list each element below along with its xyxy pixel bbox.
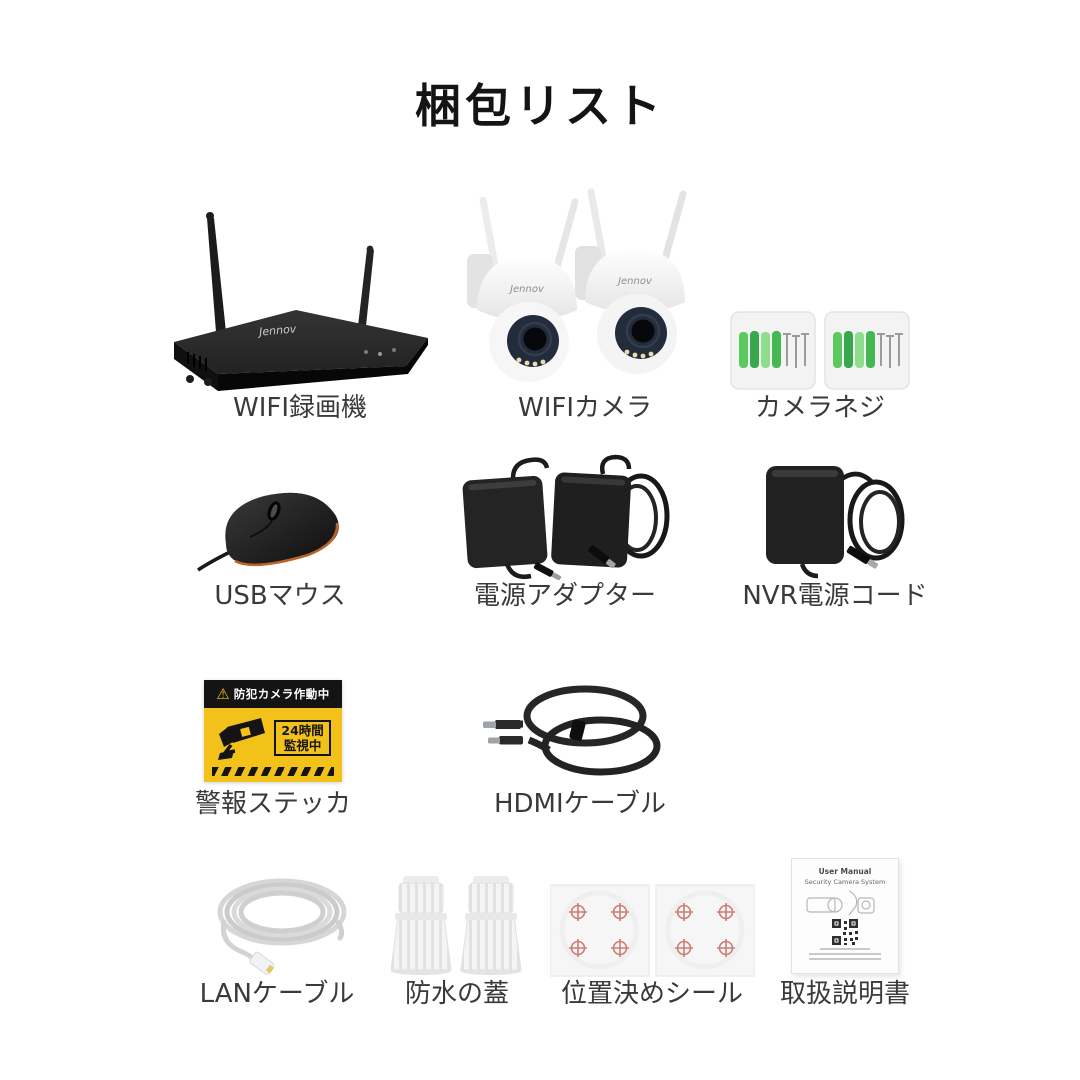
qr-code [832, 919, 858, 945]
item-wifi-camera: Jennov Jennov [460, 182, 710, 424]
item-nvr-power-cord: NVR電源コード [735, 450, 935, 612]
page-title: 梱包リスト [415, 79, 665, 133]
item-label: カメラネジ [754, 393, 885, 423]
positioning-seals-illustration [549, 884, 755, 977]
warning-sticker-photo: ⚠ 防犯カメラ作動中 24時間 監視中 [173, 660, 373, 788]
item-positioning-seal: 位置決めシール [542, 848, 762, 1010]
brand-logo: Jennov [257, 322, 298, 338]
adapter-left [462, 475, 548, 569]
nvr-adapter-illustration [765, 466, 904, 579]
sticker-header-text: 防犯カメラ作動中 [233, 687, 330, 701]
nvr-illustration: Jennov [174, 212, 428, 391]
sticker-line1: 24時間 [281, 722, 324, 738]
warning-triangle-icon: ⚠ [216, 684, 230, 703]
item-label: 取扱説明書 [779, 979, 910, 1009]
sticker-24h-badge: 24時間 監視中 [274, 719, 331, 756]
camera-screws-photo [715, 182, 925, 392]
sticker-line2: 監視中 [283, 737, 322, 753]
camera-back: Jennov [575, 188, 687, 374]
item-label: HDMIケーブル [493, 789, 667, 819]
item-label: WIFIカメラ [518, 393, 652, 423]
seal-sheet [549, 884, 650, 977]
usb-mouse-photo [180, 452, 380, 580]
brand-logo: Jennov [508, 284, 545, 295]
item-label: 電源アダプター [473, 581, 656, 611]
hdmi-cable-illustration [482, 685, 660, 776]
item-user-manual: User Manual Security Camera System [755, 848, 935, 1010]
manual-title: User Manual [818, 867, 872, 876]
power-adapters-illustration [462, 454, 670, 580]
mouse-illustration [197, 492, 339, 572]
user-manual-graphic: User Manual Security Camera System [791, 858, 899, 974]
power-adapter-photo [450, 450, 680, 580]
ptz-camera-illustration: Jennov Jennov [467, 188, 687, 382]
manual-camera-lineart [806, 890, 875, 916]
camera-front: Jennov [467, 196, 579, 382]
item-warning-sticker: ⚠ 防犯カメラ作動中 24時間 監視中 [173, 660, 373, 820]
brand-logo: Jennov [616, 276, 653, 287]
manual-text-bar [820, 948, 870, 950]
lan-cable-illustration [217, 878, 346, 975]
warning-sticker-graphic: ⚠ 防犯カメラ作動中 24時間 監視中 [204, 680, 342, 782]
hdmi-cable-photo [465, 660, 695, 788]
item-waterproof-cap: 防水の蓋 [377, 848, 537, 1010]
waterproof-cap-photo [377, 848, 537, 978]
wifi-camera-photo: Jennov Jennov [460, 182, 710, 392]
screw-bag [824, 311, 910, 390]
user-manual-photo: User Manual Security Camera System [755, 848, 935, 978]
manual-text-bar [809, 953, 881, 955]
seal-sheet [654, 884, 755, 977]
item-label: WIFI録画機 [233, 393, 367, 423]
cctv-camera-icon [218, 717, 266, 760]
cap [460, 876, 522, 975]
item-lan-cable: LANケーブル [177, 848, 377, 1010]
screw-bag [730, 311, 816, 390]
item-label: 位置決めシール [560, 979, 743, 1009]
item-label: NVR電源コード [742, 581, 928, 611]
item-label: LANケーブル [199, 979, 355, 1009]
item-hdmi-cable: HDMIケーブル [465, 660, 695, 820]
wifi-recorder-photo: Jennov [150, 182, 450, 392]
adapter-right [551, 472, 632, 568]
manual-subtitle: Security Camera System [804, 878, 886, 886]
item-power-adapter: 電源アダプター [450, 450, 680, 612]
positioning-seal-photo [542, 848, 762, 978]
rj45-connector [248, 951, 275, 975]
manual-text-bar [809, 958, 881, 960]
waterproof-caps-illustration [391, 876, 522, 975]
cap [391, 876, 452, 975]
item-label: 防水の蓋 [404, 979, 509, 1009]
nvr-power-cord-photo [735, 450, 935, 580]
item-usb-mouse: USBマウス [180, 452, 380, 612]
item-label: USBマウス [214, 581, 346, 611]
item-wifi-recorder: Jennov WIFI録画機 [150, 182, 450, 424]
sticker-hazard-stripes [212, 767, 334, 776]
lan-cable-photo [177, 848, 377, 978]
item-camera-screws: カメラネジ [715, 182, 925, 424]
item-label: 警報ステッカ [194, 789, 351, 819]
screw-bags-illustration [730, 311, 910, 390]
